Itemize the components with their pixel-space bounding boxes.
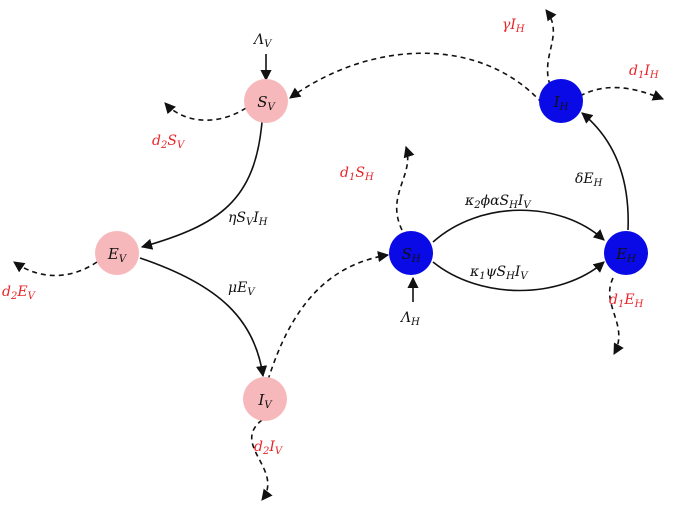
edge-sv-ev bbox=[140, 121, 263, 250]
loss-sv bbox=[164, 102, 247, 121]
node-ih: IH bbox=[539, 79, 583, 123]
loss-iv bbox=[250, 419, 273, 501]
node-sh: SH bbox=[389, 231, 433, 275]
label-lambda-v: ΛV bbox=[252, 32, 273, 50]
edge-iv-sh bbox=[267, 251, 390, 381]
label-lambda-h: ΛH bbox=[399, 310, 420, 328]
label-kappa2: κ2ϕαSHIV bbox=[464, 193, 532, 211]
label-d2sv: d2SV bbox=[152, 133, 186, 151]
label-d1eh: d1EH bbox=[609, 292, 644, 310]
loss-sh bbox=[396, 145, 415, 231]
edge-sh-eh-top bbox=[432, 209, 605, 243]
label-mu-ev: μEV bbox=[228, 280, 256, 298]
node-sv: SV bbox=[244, 79, 288, 123]
node-iv: IV bbox=[243, 377, 287, 421]
edge-ih-sv bbox=[289, 52, 543, 104]
label-d2iv: d2IV bbox=[254, 439, 284, 457]
edge-eh-ih bbox=[581, 112, 629, 231]
edge-sh-eh-bottom bbox=[432, 261, 605, 292]
loss-ih-gamma bbox=[545, 9, 557, 86]
svg-text:SH: SH bbox=[401, 245, 420, 265]
label-d1ih: d1IH bbox=[629, 63, 659, 81]
svg-text:EV: EV bbox=[107, 245, 128, 265]
edge-ev-iv bbox=[139, 257, 268, 378]
svg-text:EH: EH bbox=[615, 245, 636, 265]
node-ev: EV bbox=[95, 231, 139, 275]
svg-text:SV: SV bbox=[257, 93, 276, 113]
label-kappa1: κ1ψSHIV bbox=[469, 264, 529, 282]
label-eta-sv-ih: ηSVIH bbox=[228, 210, 268, 228]
node-eh: EH bbox=[604, 231, 648, 275]
label-d2ev: d2EV bbox=[2, 284, 37, 302]
svg-text:IH: IH bbox=[553, 93, 569, 113]
svg-text:IV: IV bbox=[257, 391, 273, 411]
loss-ev bbox=[13, 261, 98, 277]
loss-eh bbox=[608, 277, 624, 355]
label-gamma-ih: γIH bbox=[502, 17, 525, 35]
label-delta-eh: δEH bbox=[575, 171, 603, 189]
loss-ih-d1 bbox=[579, 86, 665, 101]
label-d1sh: d1SH bbox=[340, 165, 374, 183]
